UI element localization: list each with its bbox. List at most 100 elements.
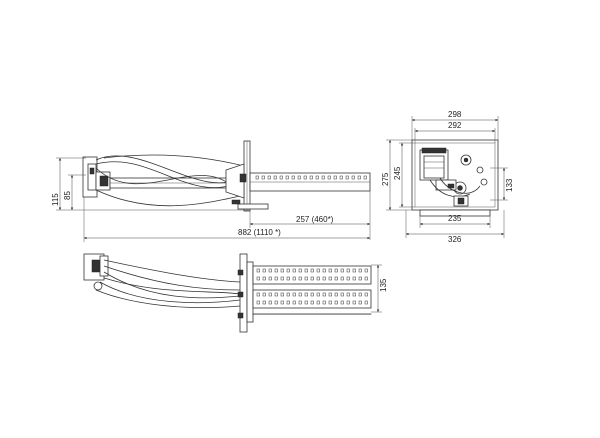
- comb-slot: [328, 268, 332, 273]
- tube-slot: [291, 175, 295, 180]
- comb-slot: [256, 268, 260, 273]
- comb-slot: [316, 300, 320, 305]
- tube-slot: [363, 175, 367, 180]
- comb-slot: [274, 276, 278, 281]
- comb-slot: [328, 300, 332, 305]
- comb-slot: [364, 268, 368, 273]
- comb-slot: [256, 300, 260, 305]
- comb-slot: [286, 268, 290, 273]
- comb-slot: [322, 276, 326, 281]
- comb-slot: [298, 276, 302, 281]
- comb-slot: [346, 292, 350, 297]
- comb-slot: [316, 276, 320, 281]
- dim-135: 135: [379, 278, 388, 292]
- comb-slot: [352, 268, 356, 273]
- tube-slot: [279, 175, 283, 180]
- comb-slot: [268, 300, 272, 305]
- tube-slot: [321, 175, 325, 180]
- comb-slot: [340, 292, 344, 297]
- comb-slot: [340, 268, 344, 273]
- dim-245: 245: [393, 166, 402, 180]
- comb-slot: [262, 292, 266, 297]
- comb-slot: [292, 268, 296, 273]
- dim-133: 133: [505, 178, 514, 192]
- dim-115: 115: [51, 193, 60, 206]
- dim-235: 235: [448, 214, 462, 223]
- dim-882: 882 (1110 *): [238, 228, 281, 237]
- comb-slot: [304, 268, 308, 273]
- comb-slot: [280, 300, 284, 305]
- comb-slot: [364, 276, 368, 281]
- dim-257: 257 (460*): [296, 215, 334, 224]
- comb-slot: [304, 300, 308, 305]
- tube-slot: [327, 175, 331, 180]
- comb-slot: [292, 276, 296, 281]
- comb-slot: [358, 268, 362, 273]
- comb-slot: [304, 292, 308, 297]
- comb-slot: [310, 276, 314, 281]
- comb-slot: [274, 300, 278, 305]
- comb-slot: [292, 300, 296, 305]
- comb-slot: [322, 268, 326, 273]
- tube-slot: [285, 175, 289, 180]
- comb-slot: [280, 268, 284, 273]
- comb-slot: [286, 292, 290, 297]
- comb-slot: [286, 300, 290, 305]
- tube-slot: [261, 175, 265, 180]
- comb-slot: [334, 300, 338, 305]
- comb-slot: [262, 300, 266, 305]
- comb-slot: [358, 300, 362, 305]
- comb-slot: [334, 276, 338, 281]
- tube-slot: [345, 175, 349, 180]
- comb-slot: [274, 268, 278, 273]
- comb-slot: [268, 276, 272, 281]
- comb-slot: [346, 276, 350, 281]
- comb-slot: [256, 276, 260, 281]
- tube-slot: [333, 175, 337, 180]
- comb-slot: [262, 268, 266, 273]
- tube-slot: [351, 175, 355, 180]
- comb-slot: [268, 292, 272, 297]
- comb-slot: [358, 292, 362, 297]
- comb-slot: [262, 276, 266, 281]
- comb-slot: [340, 276, 344, 281]
- comb-slot: [280, 292, 284, 297]
- dim-298: 298: [448, 110, 462, 119]
- comb-slot: [334, 268, 338, 273]
- comb-slot: [358, 276, 362, 281]
- comb-slot: [328, 276, 332, 281]
- comb-slot: [316, 292, 320, 297]
- tube-slot: [303, 175, 307, 180]
- tube-slot: [315, 175, 319, 180]
- side-view: 115 85 257 (460*) 882 (1110 *): [51, 140, 371, 242]
- tube-slot: [357, 175, 361, 180]
- tube-slots: [250, 175, 370, 183]
- comb-slot: [322, 300, 326, 305]
- comb-slot: [292, 292, 296, 297]
- tube-slot: [255, 175, 259, 180]
- dim-292: 292: [448, 121, 462, 130]
- comb-slot: [334, 292, 338, 297]
- comb-slot: [346, 268, 350, 273]
- comb-slot: [298, 268, 302, 273]
- comb-slot: [298, 300, 302, 305]
- comb-slot: [268, 268, 272, 273]
- dim-275: 275: [381, 172, 390, 186]
- tube-slot: [309, 175, 313, 180]
- comb-slot: [286, 276, 290, 281]
- top-comb-slots: [256, 268, 368, 305]
- comb-slot: [304, 276, 308, 281]
- comb-slot: [256, 292, 260, 297]
- comb-slot: [310, 268, 314, 273]
- comb-slot: [352, 292, 356, 297]
- front-view: 298 292 275 245 133 235 326: [381, 110, 514, 244]
- dim-326: 326: [448, 235, 462, 244]
- comb-slot: [322, 292, 326, 297]
- comb-slot: [352, 276, 356, 281]
- comb-slot: [364, 292, 368, 297]
- comb-slot: [346, 300, 350, 305]
- comb-slot: [352, 300, 356, 305]
- comb-slot: [310, 300, 314, 305]
- tube-slot: [273, 175, 277, 180]
